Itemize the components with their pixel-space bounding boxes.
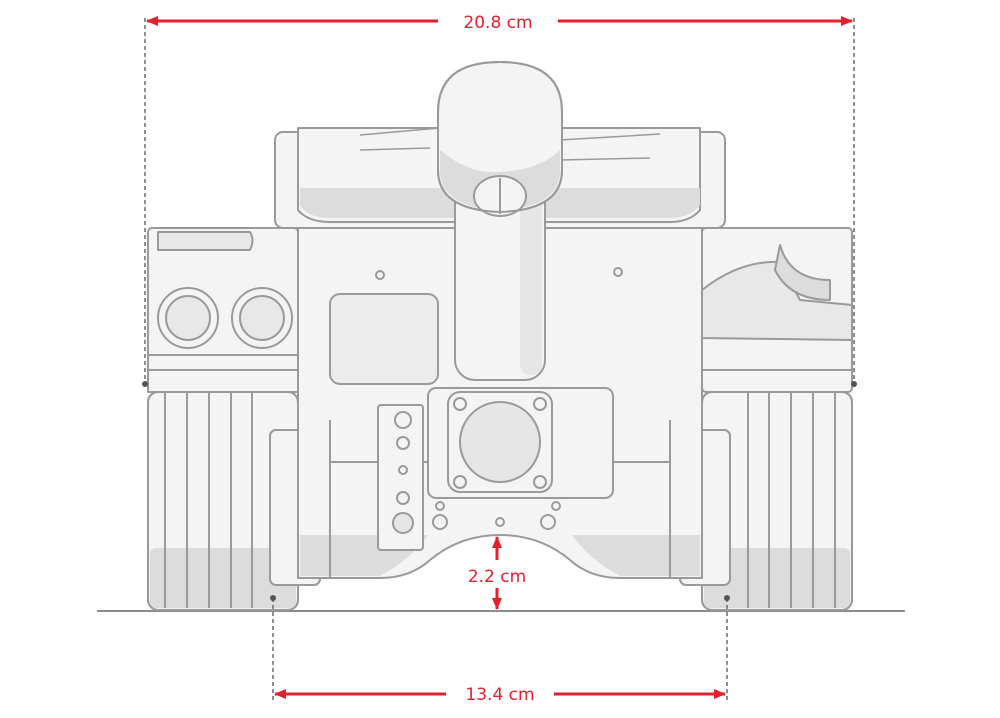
overall-width-dimension: 20.8 cm bbox=[142, 13, 857, 387]
io-board bbox=[377, 404, 424, 551]
track-gauge-label: 13.4 cm bbox=[465, 685, 534, 705]
track-gauge-dimension: 13.4 cm bbox=[270, 595, 730, 705]
overall-width-label: 20.8 cm bbox=[463, 13, 532, 33]
camera-arm bbox=[454, 179, 546, 381]
left-connectors bbox=[157, 287, 293, 349]
display-window bbox=[329, 293, 439, 385]
motor-mount bbox=[427, 387, 614, 530]
rover-body bbox=[147, 61, 853, 611]
left-side-panel bbox=[147, 227, 299, 393]
ground-clearance-label: 2.2 cm bbox=[468, 567, 526, 587]
ground-clearance-dimension: 2.2 cm bbox=[468, 536, 526, 610]
right-side-panel bbox=[701, 227, 853, 393]
camera-head bbox=[437, 61, 563, 217]
